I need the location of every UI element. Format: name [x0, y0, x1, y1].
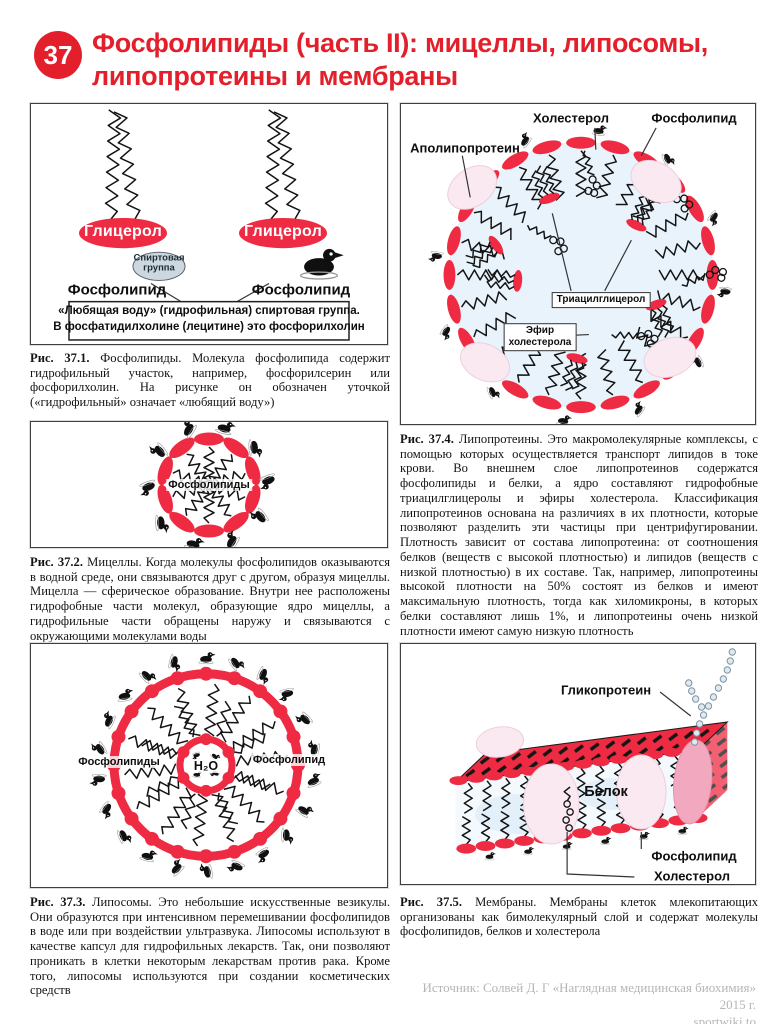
duck-icon — [227, 530, 240, 547]
duck-icon — [155, 514, 169, 534]
duck-icon — [91, 741, 108, 755]
duck-icon — [248, 439, 263, 458]
duck-icon — [184, 537, 205, 547]
duck-icon — [600, 836, 612, 845]
duck-icon — [281, 827, 294, 845]
duck-icon — [139, 479, 155, 496]
duck-icon — [226, 860, 246, 872]
protein-label: Белок — [584, 784, 628, 800]
membrane-diagram — [449, 648, 736, 878]
duck-icon — [215, 422, 236, 435]
caption-number: Рис. 37.3. — [30, 895, 86, 909]
duck-icon — [707, 209, 718, 227]
water-label: H₂O — [191, 759, 221, 773]
duck-icon — [278, 688, 295, 702]
phospholipid-label-right: Фосфолипид — [251, 281, 351, 299]
figure-caption-37-2: Рис. 37.2. Мицеллы. Когда молекулы фосфо… — [30, 555, 390, 643]
figure-37-4-lipoprotein: Холестерол Фосфолипид Аполипопротеин Три… — [400, 103, 756, 425]
site-name: sportwiki.to — [693, 1013, 756, 1024]
figure-caption-37-5: Рис. 37.5. Мембраны. Мембраны клеток мле… — [400, 895, 759, 939]
caption-number: Рис. 37.4. — [400, 432, 454, 446]
phospholipids-label: Фосфолипиды — [76, 756, 162, 768]
duck-icon — [139, 850, 158, 863]
duck-icon — [199, 863, 213, 879]
duck-icon — [89, 773, 107, 786]
duck-icon — [307, 773, 322, 788]
duck-icon — [249, 507, 269, 523]
triacylglycerol-label: Триацилглицерол — [551, 292, 651, 308]
figure-37-2-micelle: Фосфолипиды — [30, 421, 388, 548]
figure-caption-37-1: Рис. 37.1. Фосфолипиды. Молекула фосфоли… — [30, 351, 390, 410]
chapter-number-badge: 37 — [34, 31, 82, 79]
duck-icon — [634, 400, 646, 418]
duck-icon — [638, 831, 651, 840]
duck-icon — [104, 710, 116, 730]
duck-icon — [117, 688, 134, 702]
duck-icon — [439, 324, 451, 341]
duck-icon — [138, 671, 157, 684]
figure-caption-37-4: Рис. 37.4. Липопротеины. Это макромолеку… — [400, 432, 758, 638]
duck-icon — [198, 652, 216, 665]
cholesterol-label: Холестерол — [654, 868, 730, 884]
phospholipid-molecule-diagram — [68, 109, 350, 341]
duck-icon — [256, 666, 269, 685]
duck-icon — [427, 251, 444, 262]
duck-icon — [184, 422, 197, 439]
duck-icon — [556, 415, 573, 424]
duck-icon — [299, 248, 344, 280]
duck-icon — [484, 852, 496, 861]
duck-icon — [486, 387, 500, 400]
figure-caption-37-3: Рис. 37.3. Липосомы. Это небольшие искус… — [30, 895, 390, 998]
phospholipid-label: Фосфолипид — [651, 848, 737, 864]
duck-icon — [295, 711, 313, 725]
duck-icon — [116, 830, 132, 844]
page-title: Фосфолипиды (часть II): мицеллы, липосом… — [92, 28, 708, 91]
hydrophilic-note: «Любящая воду» (гидрофильная) спиртовая … — [53, 305, 365, 333]
duck-icon — [255, 846, 270, 863]
glycerol-label-left: Глицерол — [84, 223, 162, 240]
figure-37-5-membrane: Гликопротеин Белок Фосфолипид Холестерол — [400, 643, 756, 885]
caption-number: Рис. 37.1. — [30, 351, 90, 365]
duck-icon — [191, 751, 201, 760]
phospholipid-label-left: Фосфолипид — [67, 281, 167, 299]
duck-icon — [149, 442, 169, 457]
glycoprotein-label: Гликопротеин — [560, 682, 652, 698]
duck-icon — [171, 858, 185, 877]
source-credit: Источник: Солвей Д. Г «Наглядная медицин… — [422, 980, 756, 1012]
duck-icon — [661, 153, 675, 167]
duck-icon — [295, 806, 315, 818]
duck-icon — [716, 286, 733, 298]
glycerol-label-right: Глицерол — [244, 223, 322, 240]
duck-icon — [591, 125, 608, 136]
duck-icon — [523, 847, 535, 856]
duck-icon — [228, 657, 245, 672]
cholesterol-label: Холестерол — [533, 110, 609, 126]
caption-number: Рис. 37.2. — [30, 555, 84, 569]
duck-icon — [259, 473, 275, 490]
figure-37-3-liposome: Фосфолипиды Фосфолипид H₂O — [30, 643, 388, 888]
duck-icon — [210, 753, 221, 761]
caption-number: Рис. 37.5. — [400, 895, 462, 909]
apolipoprotein-label: Аполипопротеин — [410, 140, 520, 156]
duck-icon — [677, 826, 689, 835]
phospholipid-label: Фосфолипид — [651, 110, 737, 126]
duck-icon — [99, 800, 112, 820]
duck-icon — [521, 131, 532, 149]
duck-icon — [168, 653, 181, 673]
phospholipids-label: Фосфолипиды — [166, 479, 252, 491]
phospholipid-label: Фосфолипид — [250, 754, 328, 766]
page-footer: Источник: Солвей Д. Г «Наглядная медицин… — [400, 980, 756, 1024]
